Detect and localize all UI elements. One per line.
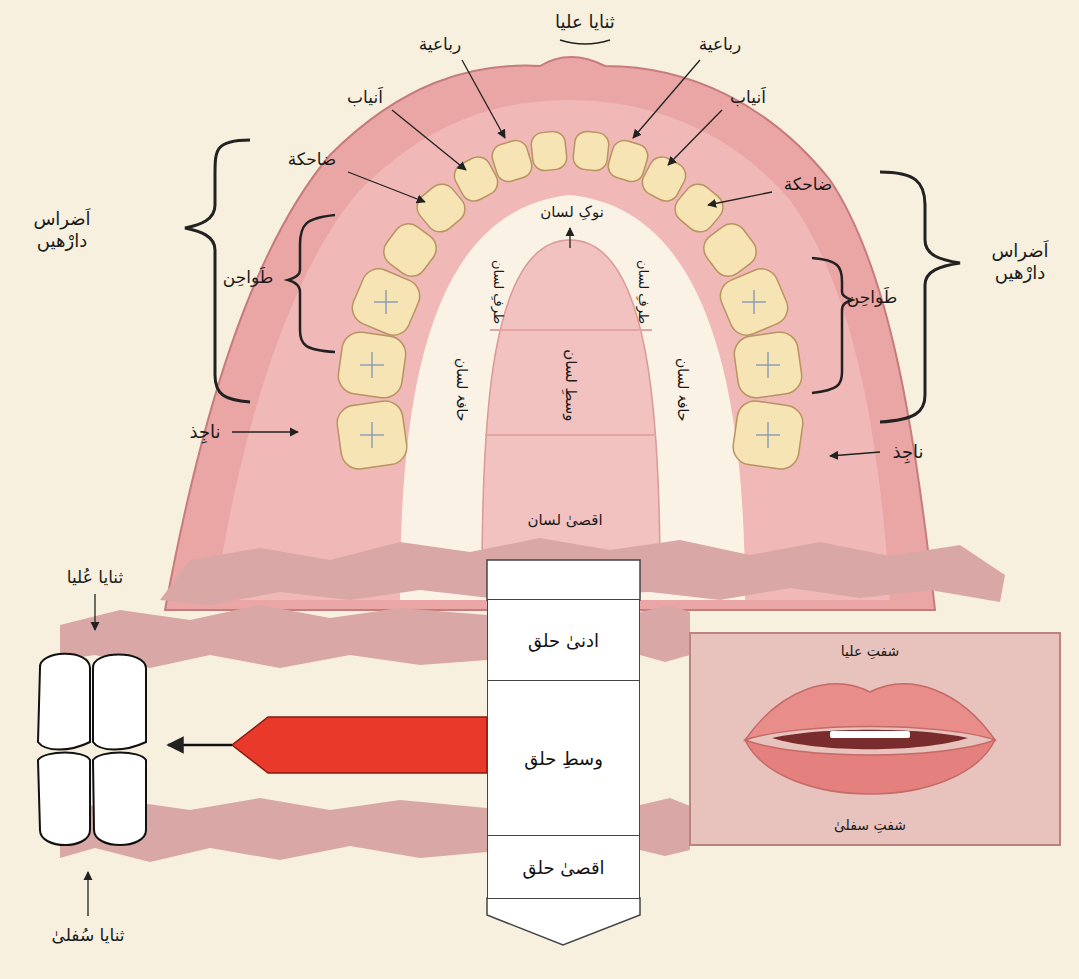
throat-band: [160, 538, 1005, 605]
section-label: وسطِ حلق: [524, 748, 603, 769]
throat-band: [640, 798, 690, 856]
part-label: وسطِ لسان: [561, 349, 580, 421]
throat-section: اقصیٰ حلق: [487, 835, 640, 899]
part-label: حافۂ لسان: [453, 358, 471, 421]
lip-teeth: [830, 731, 910, 738]
leader-lines: [88, 60, 880, 916]
part-label: رباعیة: [419, 34, 462, 55]
part-label: ناجِذ: [189, 421, 220, 444]
part-label: نوکِ لسان: [540, 203, 604, 222]
part-label: حافۂ لسان: [674, 358, 692, 421]
tooth-fissures: [360, 290, 780, 448]
brace: [288, 215, 335, 352]
top-bracket: [560, 40, 610, 44]
airflow-arrow: [232, 717, 487, 773]
part-label: طرفِ لسان: [490, 260, 506, 324]
part-label: ضاحکة: [784, 174, 833, 195]
part-label: اقصیٰ لسان: [527, 511, 602, 530]
gum: [165, 57, 935, 610]
mouth-opening: [772, 730, 968, 750]
section-label: ادنیٰ حلق: [528, 630, 599, 651]
part-label: اَنیاب: [347, 87, 383, 108]
incisors: [38, 654, 146, 845]
teeth: [335, 130, 805, 471]
throat-band: [640, 605, 690, 662]
part-label: اَنیاب: [730, 87, 766, 108]
part-label: ثنایا علیا: [555, 11, 615, 34]
part-label: طَواحِن: [847, 287, 898, 308]
tongue: [482, 240, 660, 580]
throat-column-tip: [487, 898, 640, 945]
part-label: ثنایا عُلیا: [67, 567, 123, 588]
part-label: شفتِ علیا: [841, 643, 900, 661]
part-label: اَضراس دارْھیں: [12, 208, 112, 253]
part-label: ضاحکة: [288, 149, 337, 170]
brace: [812, 258, 852, 393]
part-label: ثنایا سُفلیٰ: [52, 925, 125, 946]
throat-section: وسطِ حلق: [487, 680, 640, 836]
part-label: ناجِذ: [892, 441, 923, 464]
airflow-arrow-line: [168, 744, 232, 747]
part-label: طرفِ لسان: [635, 260, 651, 324]
lips-panel: [690, 633, 1060, 845]
part-label: طَواحِن: [223, 267, 274, 288]
part-label: رباعیة: [699, 34, 742, 55]
throat-column: [487, 560, 640, 600]
upper-lip: [745, 684, 995, 740]
throat-section: ادنیٰ حلق: [487, 599, 640, 681]
section-label: اقصیٰ حلق: [522, 857, 604, 878]
gum-inner: [215, 100, 890, 600]
part-label: اَضراس دارْھیں: [970, 240, 1070, 285]
tongue-divider: [490, 329, 652, 331]
part-label: شفتِ سفلیٰ: [834, 817, 906, 835]
palate: [400, 195, 745, 600]
tongue-divider: [485, 434, 656, 436]
